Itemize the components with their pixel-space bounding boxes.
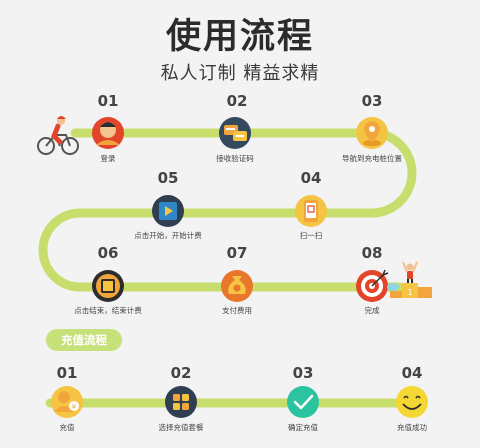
- location-pin-icon: [356, 117, 388, 149]
- step-number: 03: [361, 92, 383, 110]
- step-number: 02: [226, 92, 248, 110]
- recharge-step-label: 选择充值套餐: [158, 423, 204, 432]
- recharge-step-label: 确定充值: [288, 423, 318, 432]
- step-label: 登录: [100, 154, 116, 163]
- step-number: 01: [97, 92, 119, 110]
- step-number: 04: [300, 169, 322, 187]
- smile-icon: [396, 386, 428, 418]
- step-label: 点击结束，结束计费: [74, 306, 142, 315]
- step-number: 07: [226, 244, 248, 262]
- stop-button-icon: [92, 270, 124, 302]
- user-avatar-icon: [92, 117, 124, 149]
- step-label: 点击开始，开始计费: [134, 231, 202, 240]
- step-label: 导航到充电桩位置: [342, 154, 402, 163]
- money-bag-icon: [221, 270, 253, 302]
- play-button-icon: [152, 195, 184, 227]
- page-title: 使用流程: [165, 17, 314, 57]
- recharge-step-label: 充值: [59, 423, 75, 432]
- step-label: 支付费用: [222, 306, 252, 315]
- step-label: 扫一扫: [299, 231, 323, 240]
- recharge-step-number: 04: [401, 364, 423, 382]
- recharge-step-number: 01: [56, 364, 78, 382]
- recharge-step-number: 02: [170, 364, 192, 382]
- recharge-step-label: 充值成功: [397, 423, 427, 432]
- checkmark-icon: [287, 386, 319, 418]
- step-label: 接收验证码: [216, 154, 254, 163]
- usage-flow-track: [38, 128, 417, 292]
- svg-text:¥: ¥: [72, 403, 77, 411]
- svg-text:1: 1: [407, 288, 412, 297]
- verification-code-icon: [219, 117, 251, 149]
- step-number: 05: [157, 169, 179, 187]
- page-subtitle: 私人订制 精益求精: [160, 63, 320, 84]
- recharge-flow-title: 充值流程: [46, 329, 122, 351]
- step-number: 06: [97, 244, 119, 262]
- package-grid-icon: [165, 386, 197, 418]
- step-label: 完成: [364, 306, 380, 315]
- cyclist-icon: [37, 116, 79, 155]
- recharge-step-number: 03: [292, 364, 314, 382]
- user-recharge-icon: ¥: [51, 386, 83, 418]
- target-icon: [356, 269, 389, 302]
- step-number: 08: [361, 244, 383, 262]
- podium-winner-icon: 1: [387, 261, 432, 298]
- scan-phone-icon: [295, 195, 327, 227]
